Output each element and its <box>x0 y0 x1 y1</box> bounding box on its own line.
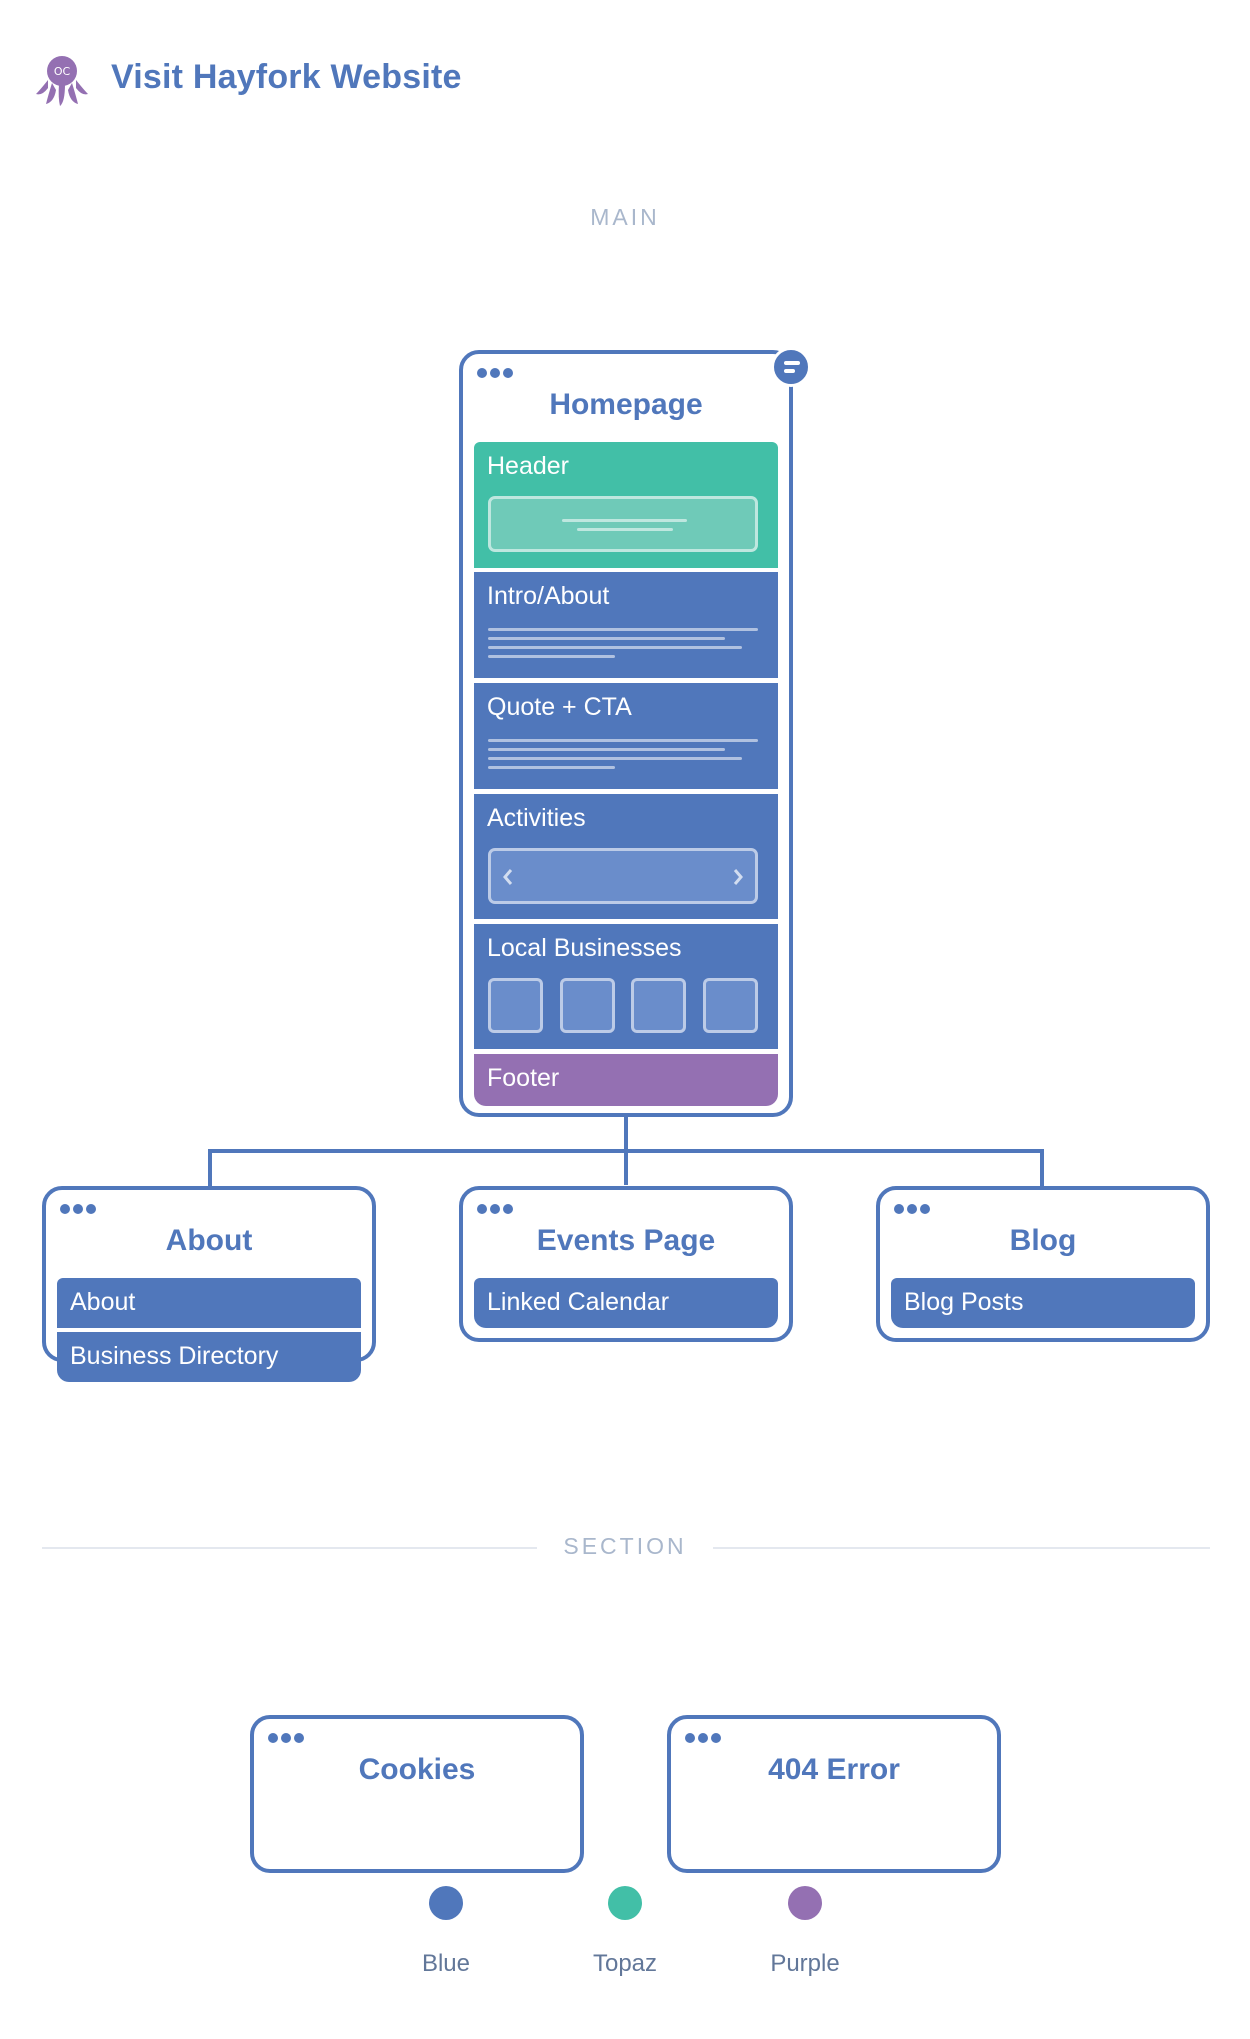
section-activities[interactable]: Activities <box>474 794 778 919</box>
homepage-title: Homepage <box>549 388 703 421</box>
main-label: MAIN <box>590 204 660 230</box>
about-row-about[interactable]: About <box>57 1278 361 1328</box>
business-directory-label: Business Directory <box>70 1342 279 1370</box>
homepage-card[interactable]: Homepage Header Intro/About Quote + CTA … <box>459 350 793 1117</box>
cookies-card-title: Cookies <box>358 1753 476 1786</box>
section-quote-label: Quote + CTA <box>487 693 632 721</box>
section-header[interactable]: Header <box>474 442 778 568</box>
legend-swatch-purple <box>788 1886 822 1920</box>
octopus-logo-icon: OC <box>34 50 90 108</box>
connector-blog <box>1040 1149 1044 1187</box>
window-dots-icon <box>477 1204 513 1214</box>
business-tile <box>488 978 543 1033</box>
chevron-left-icon <box>503 869 513 885</box>
section-activities-label: Activities <box>487 804 586 832</box>
blog-card[interactable]: Blog Blog Posts <box>876 1186 1210 1342</box>
logo-mark-text: OC <box>54 65 71 78</box>
legend-swatch-topaz <box>608 1886 642 1920</box>
section-divider-right <box>713 1547 1210 1549</box>
section-footer[interactable]: Footer <box>474 1054 778 1106</box>
about-card-title: About <box>165 1224 253 1257</box>
about-card[interactable]: About About Business Directory <box>42 1186 376 1382</box>
section-intro-label: Intro/About <box>487 582 610 610</box>
legend-label-blue: Blue <box>421 1950 471 1977</box>
menu-badge-icon[interactable] <box>771 347 811 387</box>
window-dots-icon <box>894 1204 930 1214</box>
blog-card-title: Blog <box>1009 1224 1077 1257</box>
chevron-right-icon <box>733 869 743 885</box>
blog-row-blog-posts[interactable]: Blog Posts <box>891 1278 1195 1328</box>
section-footer-label: Footer <box>487 1064 560 1092</box>
page-title: Visit Hayfork Website <box>111 58 462 96</box>
section-label: SECTION <box>563 1533 687 1559</box>
legend-label-purple: Purple <box>770 1950 840 1977</box>
about-row-business-directory[interactable]: Business Directory <box>57 1332 361 1382</box>
section-header-label: Header <box>487 452 569 480</box>
blog-posts-label: Blog Posts <box>904 1288 1024 1316</box>
window-dots-icon <box>685 1733 721 1743</box>
section-intro-about[interactable]: Intro/About <box>474 572 778 678</box>
events-row-linked-calendar[interactable]: Linked Calendar <box>474 1278 778 1328</box>
linked-calendar-label: Linked Calendar <box>487 1288 670 1316</box>
error-404-card-title: 404 Error <box>768 1753 900 1786</box>
business-tile <box>560 978 615 1033</box>
window-dots-icon <box>268 1733 304 1743</box>
business-tile <box>703 978 758 1033</box>
section-divider-left <box>42 1547 537 1549</box>
window-dots-icon <box>60 1204 96 1214</box>
hero-placeholder <box>488 496 758 552</box>
connector-bar <box>208 1149 1044 1153</box>
events-card[interactable]: Events Page Linked Calendar <box>459 1186 793 1342</box>
cookies-card[interactable]: Cookies <box>250 1715 584 1873</box>
events-card-title: Events Page <box>536 1224 716 1257</box>
legend-swatch-blue <box>429 1886 463 1920</box>
section-local-businesses[interactable]: Local Businesses <box>474 924 778 1049</box>
business-tile <box>631 978 686 1033</box>
connector-about <box>208 1149 212 1187</box>
window-dots-icon <box>477 368 513 378</box>
section-local-label: Local Businesses <box>487 934 682 962</box>
carousel-placeholder <box>488 848 758 904</box>
section-quote-cta[interactable]: Quote + CTA <box>474 683 778 789</box>
legend-label-topaz: Topaz <box>592 1950 658 1977</box>
error-404-card[interactable]: 404 Error <box>667 1715 1001 1873</box>
about-row-label: About <box>70 1288 136 1316</box>
